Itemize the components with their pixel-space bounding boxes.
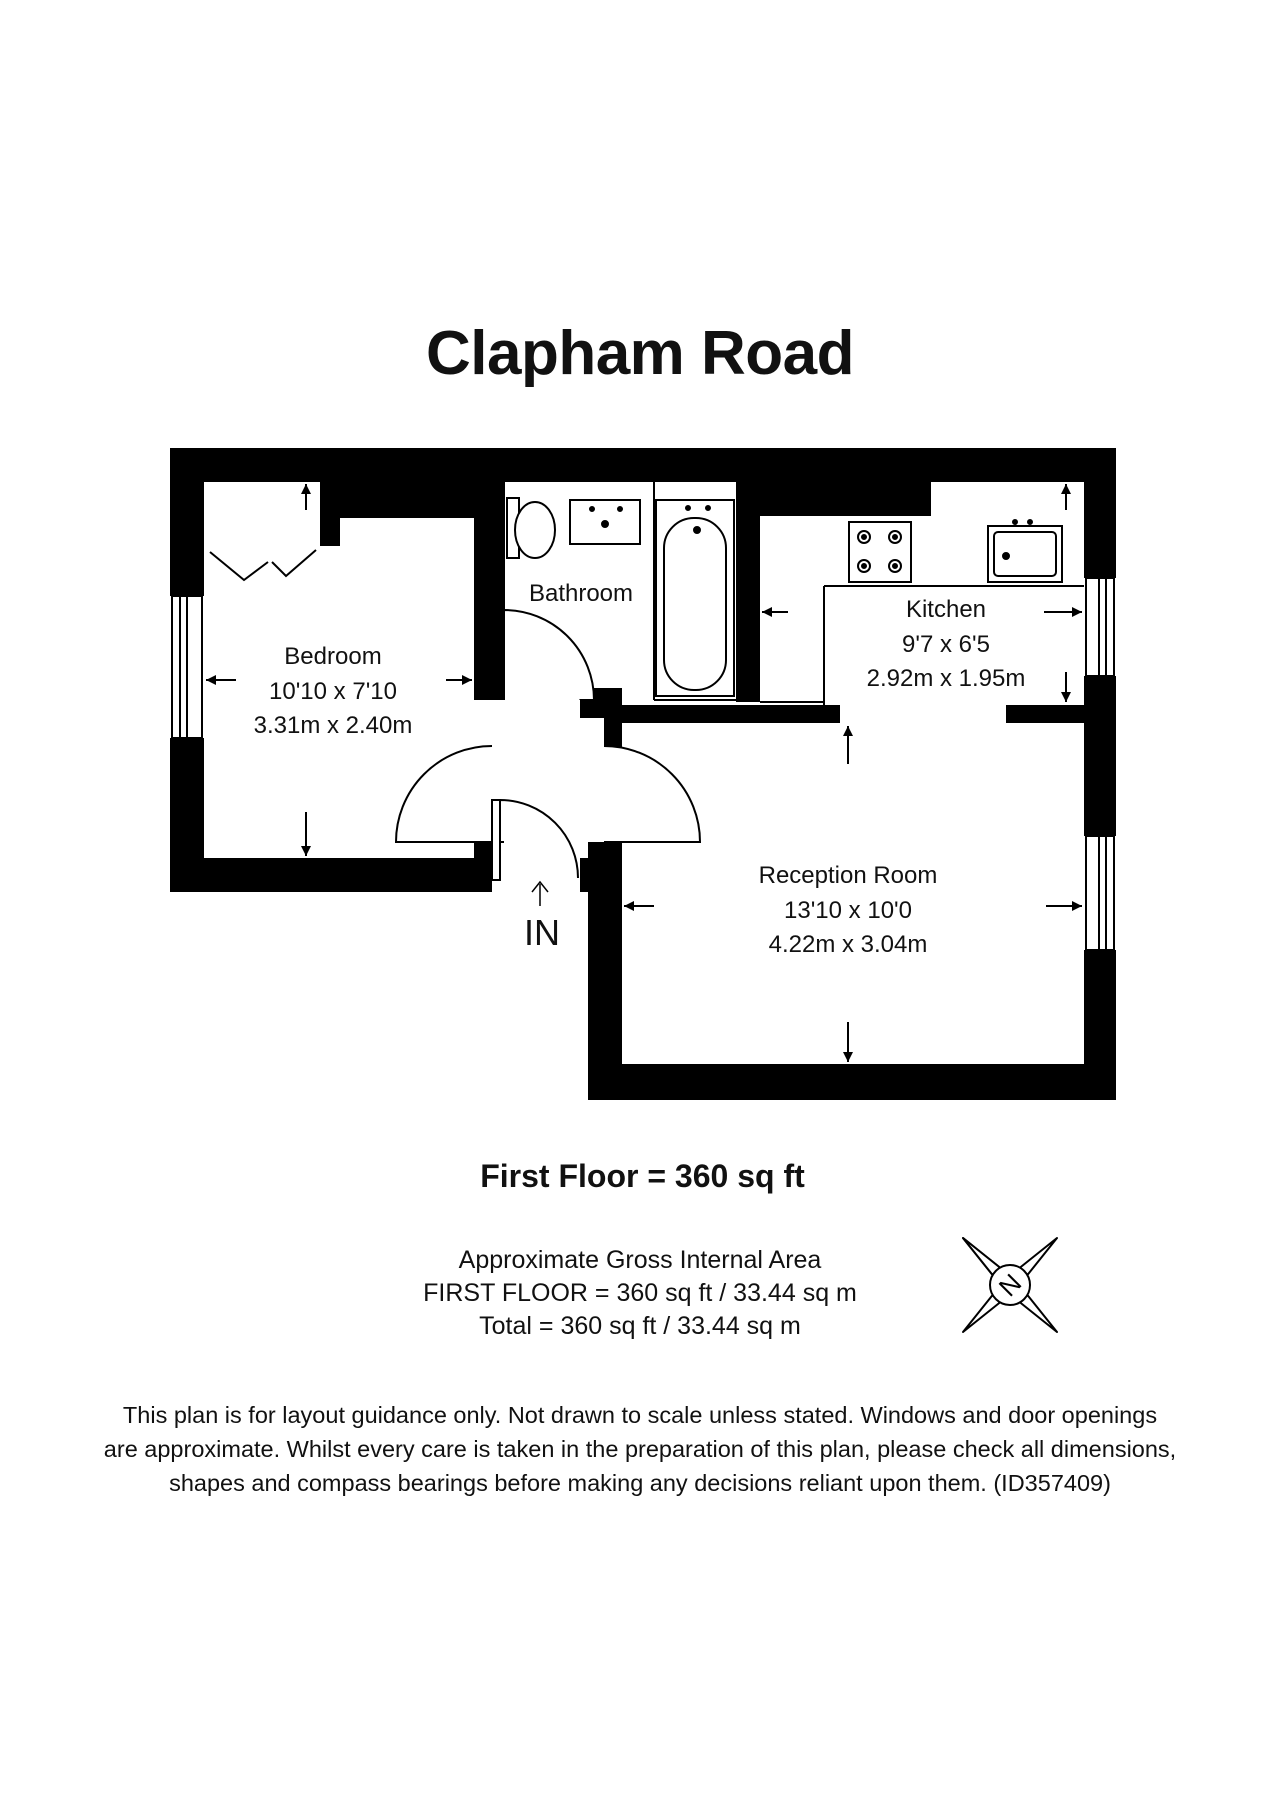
door-bathroom <box>503 609 596 701</box>
wall-bedroom-right-lower <box>474 842 492 892</box>
entrance-label: IN <box>524 912 560 953</box>
door-wardrobe-left <box>209 551 269 582</box>
reception-label: Reception Room <box>759 862 938 889</box>
bedroom-label: Bedroom <box>284 643 381 670</box>
wc-bowl <box>514 501 556 559</box>
bedroom-dimensions-metric: 3.31m x 2.40m <box>254 712 413 739</box>
wall-wardrobe-side <box>320 482 340 546</box>
kitchen-dimensions-metric: 2.92m x 1.95m <box>867 665 1026 692</box>
bathroom-fixtures <box>506 497 735 697</box>
doors <box>209 549 702 881</box>
hob <box>848 521 912 583</box>
bedroom-dimensions-imperial: 10'10 x 7'10 <box>269 678 397 705</box>
gia-first-floor: FIRST FLOOR = 360 sq ft / 33.44 sq m <box>423 1279 857 1307</box>
kitchen-dimensions-imperial: 9'7 x 6'5 <box>902 631 990 658</box>
wall-reception-top-left <box>604 705 840 723</box>
wall-hall-right-lower <box>580 858 622 892</box>
door-bedroom <box>394 745 493 843</box>
door-wardrobe-right <box>271 549 317 578</box>
wall-kitchen-top-step <box>760 482 930 516</box>
basin <box>569 499 641 545</box>
kitchen-fixtures <box>848 519 1063 583</box>
wall-bedroom-bottom <box>170 858 492 892</box>
dimension-arrows <box>206 484 1082 1062</box>
wall-bath-bottom-right <box>736 688 760 702</box>
walls <box>170 448 1116 1100</box>
wall-right-mid <box>1084 676 1116 836</box>
wall-reception-bottom <box>588 1064 1116 1100</box>
plan-title: Clapham Road <box>425 319 855 388</box>
wall-kitchen-reception-right <box>1006 705 1084 723</box>
disclaimer-line: This plan is for layout guidance only. N… <box>122 1402 1158 1428</box>
windows <box>171 577 1115 951</box>
wall-top <box>170 448 1116 482</box>
wall-left-upper <box>170 448 204 596</box>
wall-bath-kitchen <box>736 482 760 702</box>
disclaimer: This plan is for layout guidance only. N… <box>40 1398 1240 1500</box>
gia-total: Total = 360 sq ft / 33.44 sq m <box>479 1312 801 1340</box>
wall-right-top <box>1084 448 1116 578</box>
reception-dimensions-imperial: 13'10 x 10'0 <box>784 897 912 924</box>
compass-icon: N <box>962 1237 1058 1333</box>
disclaimer-line: are approximate. Whilst every care is ta… <box>103 1436 1177 1462</box>
wall-bath-left <box>492 482 504 700</box>
gia-heading: Approximate Gross Internal Area <box>458 1246 822 1274</box>
kitchen-label: Kitchen <box>906 596 986 623</box>
door-entrance <box>499 799 579 879</box>
wall-wardrobe-top <box>320 482 492 518</box>
gross-internal-area: Approximate Gross Internal Area FIRST FL… <box>0 1244 1280 1343</box>
floor-area-heading: First Floor = 360 sq ft <box>480 1158 805 1194</box>
bathroom-label: Bathroom <box>529 580 633 607</box>
disclaimer-line: shapes and compass bearings before makin… <box>169 1470 1111 1496</box>
reception-dimensions-metric: 4.22m x 3.04m <box>769 931 928 958</box>
door-reception <box>603 745 702 843</box>
interior-lines <box>492 482 1084 843</box>
wall-bedroom-right-upper <box>474 482 492 700</box>
